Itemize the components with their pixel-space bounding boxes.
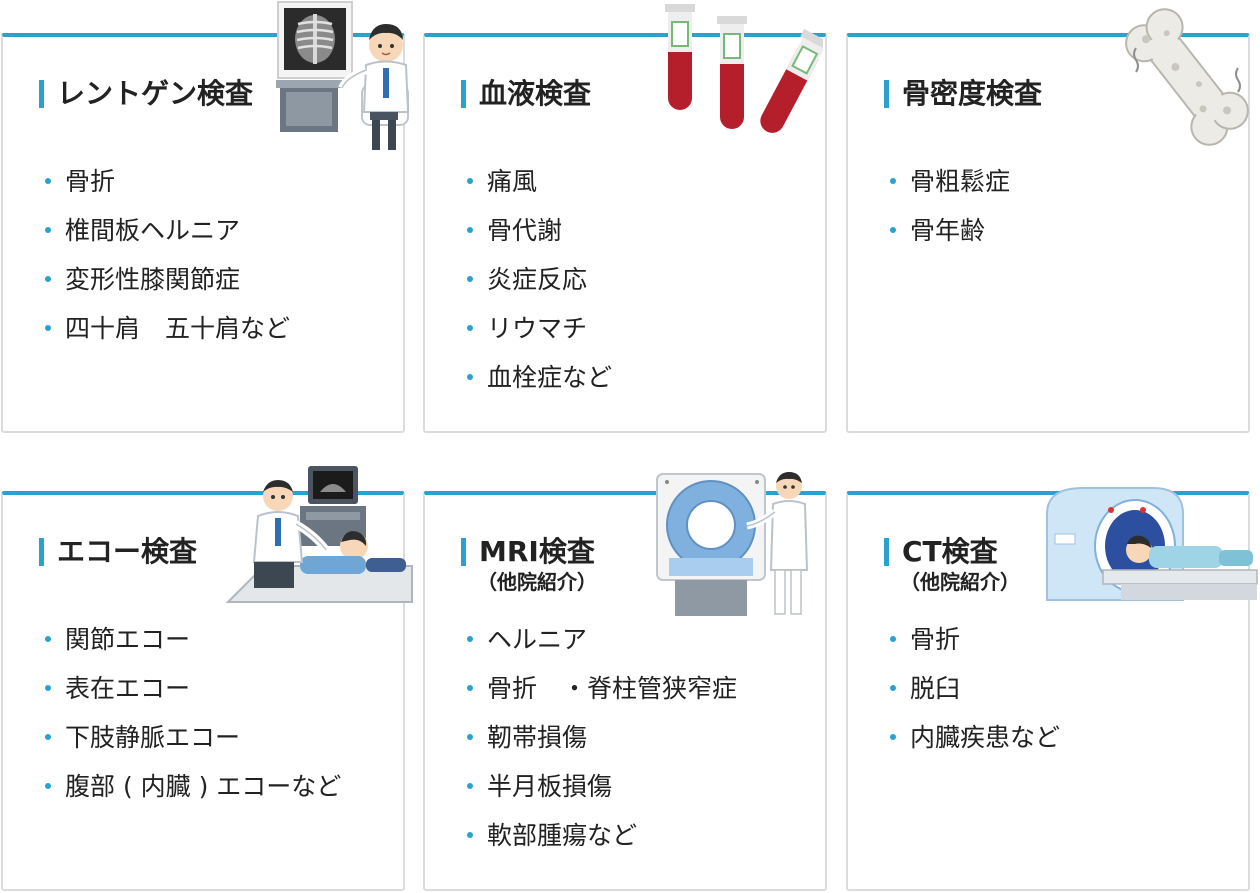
ultrasound-exam-icon xyxy=(225,466,413,603)
list-item: 骨折 xyxy=(890,615,1060,664)
bone-icon xyxy=(1125,8,1249,146)
list-item: 椎間板ヘルニア xyxy=(45,206,290,255)
card-title: レントゲン検査 xyxy=(39,77,253,111)
list-item: 痛風 xyxy=(467,157,612,206)
card-title: 血液検査 xyxy=(461,77,591,111)
list-item: 炎症反応 xyxy=(467,255,612,304)
doctor-xray-icon xyxy=(276,1,410,150)
card-subtitle: （他院紹介） xyxy=(900,570,1020,594)
condition-list: 骨折 脱臼 内臓疾患など xyxy=(890,615,1060,762)
list-item: リウマチ xyxy=(467,304,612,353)
list-item: ヘルニア xyxy=(467,615,737,664)
blood-tubes-icon xyxy=(665,4,823,133)
condition-list: 骨粗鬆症 骨年齢 xyxy=(890,157,1010,255)
mri-machine-icon xyxy=(656,472,809,616)
list-item: 骨粗鬆症 xyxy=(890,157,1010,206)
list-item: 関節エコー xyxy=(45,615,341,664)
card-subtitle: （他院紹介） xyxy=(477,570,597,594)
list-item: 変形性膝関節症 xyxy=(45,255,290,304)
list-item: 靭帯損傷 xyxy=(467,713,737,762)
list-item: 表在エコー xyxy=(45,664,341,713)
card-title: 骨密度検査 xyxy=(884,77,1042,111)
list-item: 脱臼 xyxy=(890,664,1060,713)
list-item: 血栓症など xyxy=(467,353,612,402)
list-item: 半月板損傷 xyxy=(467,762,737,811)
card-title: エコー検査 xyxy=(39,535,197,569)
card-title: MRI検査 xyxy=(461,535,597,569)
card-title: CT検査 xyxy=(884,535,1020,569)
condition-list: ヘルニア 骨折 ・脊柱管狭窄症 靭帯損傷 半月板損傷 軟部腫瘍など xyxy=(467,615,737,860)
condition-list: 骨折 椎間板ヘルニア 変形性膝関節症 四十肩 五十肩など xyxy=(45,157,290,353)
list-item: 四十肩 五十肩など xyxy=(45,304,290,353)
exam-card-blood: 血液検査 痛風 骨代謝 炎症反応 リウマチ 血栓症など xyxy=(423,33,827,433)
list-item: 骨折 ・脊柱管狭窄症 xyxy=(467,664,737,713)
list-item: 下肢静脈エコー xyxy=(45,713,341,762)
list-item: 骨年齢 xyxy=(890,206,1010,255)
list-item: 腹部 ( 内臓 ) エコーなど xyxy=(45,762,341,811)
condition-list: 関節エコー 表在エコー 下肢静脈エコー 腹部 ( 内臓 ) エコーなど xyxy=(45,615,341,811)
ct-scanner-icon xyxy=(1046,487,1258,601)
list-item: 軟部腫瘍など xyxy=(467,811,737,860)
list-item: 骨代謝 xyxy=(467,206,612,255)
list-item: 骨折 xyxy=(45,157,290,206)
list-item: 内臓疾患など xyxy=(890,713,1060,762)
condition-list: 痛風 骨代謝 炎症反応 リウマチ 血栓症など xyxy=(467,157,612,402)
